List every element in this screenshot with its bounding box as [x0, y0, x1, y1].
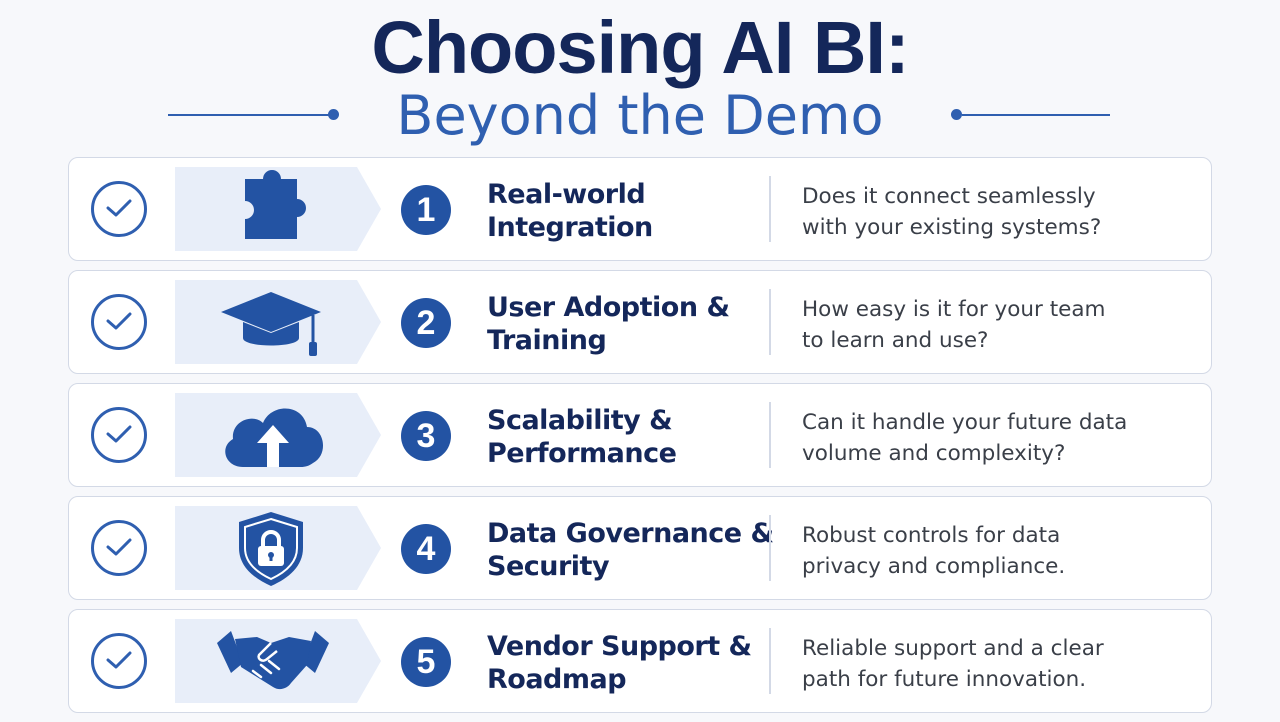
- heading-line: Scalability &: [487, 405, 673, 436]
- description-line: to learn and use?: [802, 328, 989, 353]
- step-number-badge: 2: [401, 298, 451, 348]
- criteria-description: Does it connect seamlessly with your exi…: [802, 181, 1202, 243]
- cloud-upload-icon: [225, 408, 324, 467]
- icon-panel: [175, 280, 385, 364]
- heading-line: Roadmap: [487, 664, 627, 695]
- description-line: volume and complexity?: [802, 441, 1066, 466]
- heading-line: Real-world: [487, 179, 646, 210]
- heading-line: Performance: [487, 438, 677, 469]
- criteria-heading: Data Governance & Security: [487, 517, 777, 583]
- heading-line: Data Governance &: [487, 518, 774, 549]
- divider: [769, 402, 771, 468]
- criteria-heading: User Adoption & Training: [487, 291, 777, 357]
- icon-panel: [175, 506, 385, 590]
- description-line: privacy and compliance.: [802, 554, 1066, 579]
- decorative-rule-right: [962, 114, 1110, 116]
- check-icon: [91, 294, 147, 350]
- step-number-badge: 3: [401, 411, 451, 461]
- handshake-icon: [217, 631, 329, 690]
- puzzle-icon: [245, 170, 306, 239]
- criteria-row-2: 2 User Adoption & Training How easy is i…: [68, 270, 1212, 374]
- step-number-badge: 1: [401, 185, 451, 235]
- criteria-row-5: 5 Vendor Support & Roadmap Reliable supp…: [68, 609, 1212, 713]
- criteria-heading: Real-world Integration: [487, 178, 777, 244]
- decorative-rule-left: [168, 114, 330, 116]
- heading-line: User Adoption &: [487, 292, 730, 323]
- check-icon: [91, 633, 147, 689]
- criteria-description: How easy is it for your team to learn an…: [802, 294, 1202, 356]
- icon-panel: [175, 393, 385, 477]
- step-number-badge: 4: [401, 524, 451, 574]
- description-line: Reliable support and a clear: [802, 636, 1104, 661]
- description-line: path for future innovation.: [802, 667, 1087, 692]
- icon-panel: [175, 619, 385, 703]
- description-line: with your existing systems?: [802, 215, 1102, 240]
- heading-line: Vendor Support &: [487, 631, 752, 662]
- graduation-cap-icon: [221, 292, 321, 356]
- check-icon: [91, 181, 147, 237]
- decorative-dot-left: [328, 109, 339, 120]
- criteria-list: 1 Real-world Integration Does it connect…: [68, 157, 1212, 722]
- criteria-row-1: 1 Real-world Integration Does it connect…: [68, 157, 1212, 261]
- criteria-description: Robust controls for data privacy and com…: [802, 520, 1202, 582]
- check-icon: [91, 520, 147, 576]
- icon-panel: [175, 167, 385, 251]
- divider: [769, 515, 771, 581]
- description-line: Robust controls for data: [802, 523, 1061, 548]
- divider: [769, 289, 771, 355]
- heading-line: Integration: [487, 212, 653, 243]
- page-title: Choosing AI BI:: [371, 6, 909, 89]
- step-number-badge: 5: [401, 637, 451, 687]
- heading-line: Training: [487, 325, 607, 356]
- check-icon: [91, 407, 147, 463]
- heading-line: Security: [487, 551, 610, 582]
- description-line: How easy is it for your team: [802, 297, 1106, 322]
- decorative-dot-right: [951, 109, 962, 120]
- criteria-row-3: 3 Scalability & Performance Can it handl…: [68, 383, 1212, 487]
- description-line: Does it connect seamlessly: [802, 184, 1096, 209]
- criteria-heading: Vendor Support & Roadmap: [487, 630, 777, 696]
- criteria-row-4: 4 Data Governance & Security Robust cont…: [68, 496, 1212, 600]
- criteria-description: Can it handle your future data volume an…: [802, 407, 1202, 469]
- shield-lock-icon: [239, 512, 303, 586]
- divider: [769, 176, 771, 242]
- criteria-description: Reliable support and a clear path for fu…: [802, 633, 1202, 695]
- divider: [769, 628, 771, 694]
- page-subtitle: Beyond the Demo: [396, 84, 884, 147]
- criteria-heading: Scalability & Performance: [487, 404, 777, 470]
- description-line: Can it handle your future data: [802, 410, 1128, 435]
- subtitle-row: Beyond the Demo: [0, 84, 1280, 148]
